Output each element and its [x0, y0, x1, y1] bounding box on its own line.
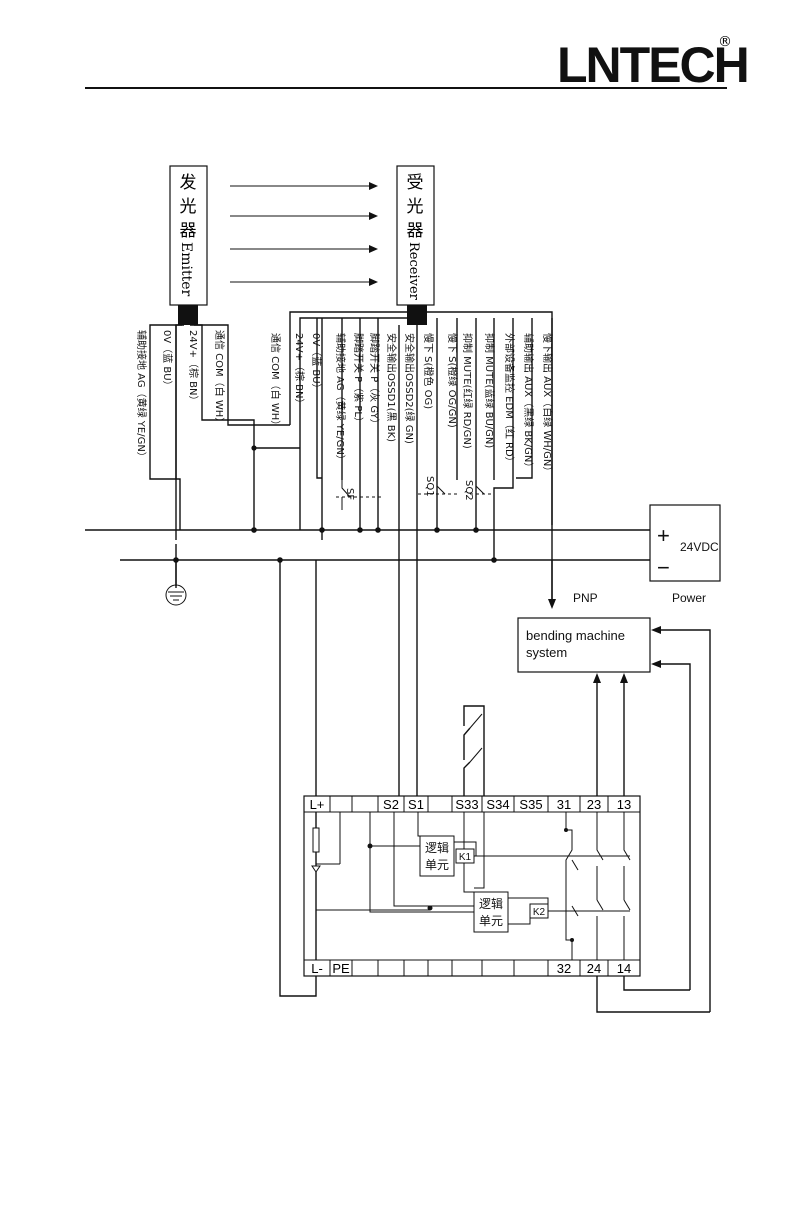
- terminal-label: 14: [617, 961, 631, 976]
- beam-arrow-2: [369, 212, 378, 220]
- machine-box: [517, 617, 651, 673]
- registered-mark: ®: [718, 34, 732, 50]
- terminal-label: 24: [587, 961, 601, 976]
- receiver-label-en: Receiver: [406, 242, 421, 301]
- receiver-wire-label-aux: 辅助输出 AUX（黑绿 BK/GN）: [522, 333, 535, 472]
- pnp-output: PNP: [548, 560, 598, 609]
- relay-housing: [303, 795, 641, 977]
- receiver: 受 光 器 Receiver: [396, 165, 435, 325]
- switch-sf: SF: [336, 480, 384, 510]
- external-contacts: [463, 705, 485, 796]
- receiver-wire-label-ossd2: 安全输出OSSD2(绿 GN): [403, 333, 416, 444]
- terminal-label: 13: [617, 797, 631, 812]
- receiver-label-cn-2: 光: [407, 197, 424, 217]
- power-caption: Power: [672, 591, 706, 605]
- receiver-wire-label-slow-og: 慢下 S(橙色 OG): [422, 333, 435, 409]
- power-plus: +: [657, 523, 670, 548]
- machine-line1: bending machine: [526, 628, 625, 643]
- receiver-wire-label-ag: 辅助接地 AG（黄绿 YE/GN）: [334, 333, 347, 465]
- receiver-wire-label-foot-pl: 脚踏开关 P（紫 PL）: [352, 333, 365, 427]
- terminal-label: 23: [587, 797, 601, 812]
- power-label: 24VDC: [680, 540, 719, 554]
- top-terminal-strip: L+ S2 S1 S33 S34 S35 31 23 13: [310, 796, 631, 812]
- safety-relay: L+ S2 S1 S33 S34 S35 31 23 13 L- PE 32 24 14 逻辑 单元 K…: [303, 795, 641, 977]
- k1-label: K1: [459, 852, 472, 863]
- receiver-wire-label-mute-rdgn: 抑制 MUTE(红绿 RD/GN): [461, 333, 474, 449]
- logic1-line1: 逻辑: [425, 841, 449, 855]
- emitter-wire-label-24v: 24V+（棕 BN）: [187, 330, 200, 405]
- receiver-wire-label-edm: 外部设备监控 EDM（红 RD）: [503, 333, 516, 467]
- emitter-wire-label-ag: 辅助接地 AG（黄绿 YE/GN）: [135, 330, 148, 462]
- relay-external-wiring: [279, 560, 710, 1013]
- beam-arrow-1: [369, 182, 378, 190]
- terminal-label: 32: [557, 961, 571, 976]
- machine-line2: system: [526, 645, 567, 660]
- pnp-label: PNP: [573, 591, 598, 605]
- receiver-wire-label-ossd1: 安全输出OSSD1(黑 BK): [385, 333, 398, 442]
- terminal-label: PE: [332, 961, 350, 976]
- power-minus: −: [657, 555, 670, 580]
- sq1-label: SQ1: [424, 476, 435, 497]
- terminal-label: S1: [408, 797, 424, 812]
- ground-symbol: [165, 560, 187, 606]
- receiver-wire-label-foot-gy: 脚踏开关 P（灰 GY）: [368, 333, 381, 429]
- receiver-wire-label-0v: 0V（蓝 BU）: [310, 333, 322, 394]
- receiver-wire-label-mute-bugn: 抑制 MUTE(蓝绿 BU/GN): [483, 333, 496, 448]
- power-box: [649, 504, 721, 582]
- emitter-label-cn-2: 光: [180, 197, 197, 217]
- emitter-wire-label-com: 通信 COM（白 WH）: [213, 330, 226, 427]
- power-supply: + − 24VDC Power: [649, 504, 721, 605]
- logic2-line1: 逻辑: [479, 897, 503, 911]
- logic2-line2: 单元: [479, 914, 503, 928]
- beam-arrow-3: [369, 245, 378, 253]
- terminal-label: S34: [486, 797, 509, 812]
- switch-sq2: SQ2: [463, 480, 494, 501]
- power-rails: [85, 527, 650, 563]
- terminal-label: S2: [383, 797, 399, 812]
- brand-logo: LNTECH: [557, 37, 748, 93]
- terminal-label: L+: [310, 797, 325, 812]
- receiver-connector: [407, 305, 427, 325]
- receiver-label-cn-1: 受: [407, 173, 424, 193]
- receiver-wire-label-slow-oggn: 慢下 S(橙绿 OG/GN): [446, 333, 459, 428]
- emitter-label-en: Emitter: [178, 242, 194, 297]
- emitter-label-cn-3: 器: [180, 221, 197, 241]
- beam-arrow-4: [369, 278, 378, 286]
- terminal-label: S35: [519, 797, 542, 812]
- bottom-terminal-strip: L- PE 32 24 14: [311, 960, 631, 976]
- emitter: 发 光 器 Emitter: [169, 165, 208, 325]
- sf-label: SF: [344, 488, 355, 500]
- switch-sq1: SQ1: [418, 476, 458, 497]
- terminal-label: L-: [311, 961, 323, 976]
- emitter-connector: [178, 305, 198, 325]
- k2-label: K2: [533, 907, 546, 918]
- emitter-label-cn-1: 发: [180, 173, 197, 193]
- emitter-box: [169, 165, 208, 306]
- logic1-line2: 单元: [425, 858, 449, 872]
- emitter-wire-label-0v: 0V（蓝 BU）: [161, 330, 173, 391]
- sq2-label: SQ2: [463, 480, 474, 501]
- receiver-wire-label-slow-aux: 慢下输出 AUX（白绿 WH/GN）: [541, 333, 554, 476]
- terminal-label: 31: [557, 797, 571, 812]
- bending-machine-system: bending machine system: [517, 617, 711, 1012]
- terminal-label: S33: [455, 797, 478, 812]
- receiver-label-cn-3: 器: [407, 221, 424, 241]
- light-beams: [230, 182, 378, 286]
- receiver-wire-label-com: 通信 COM（白 WH）: [269, 333, 282, 430]
